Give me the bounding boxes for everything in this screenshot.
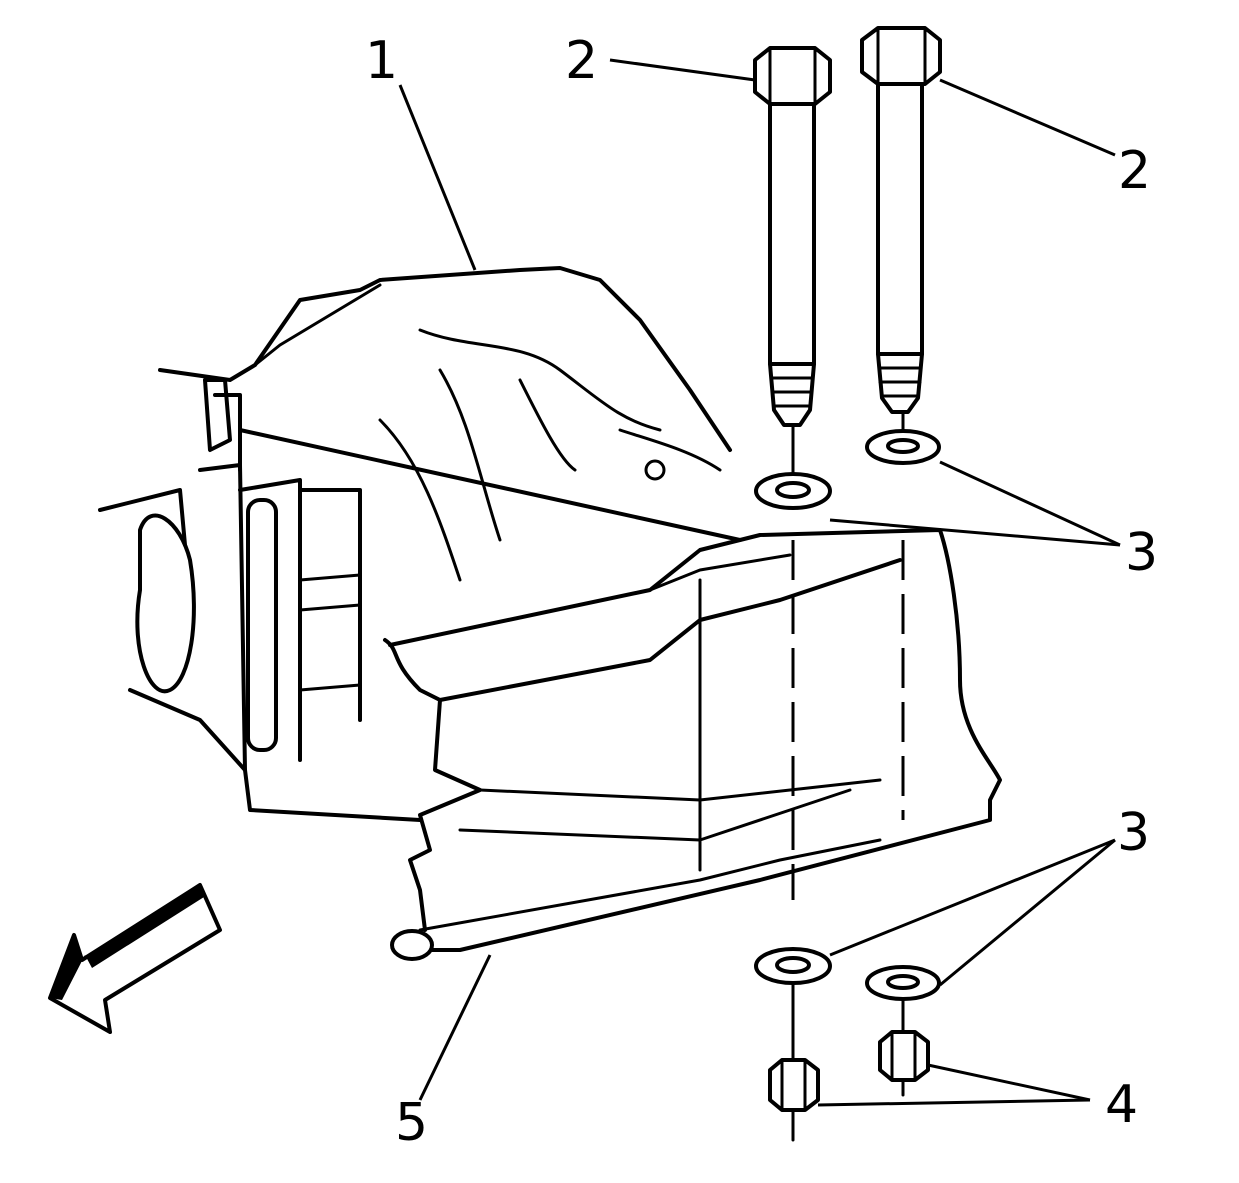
callout-3-lower-washers: 3 bbox=[1117, 803, 1150, 863]
bolt-centerlines bbox=[791, 540, 905, 900]
callout-1-housing: 1 bbox=[365, 31, 398, 91]
callout-2-bolt-right: 2 bbox=[1118, 141, 1151, 201]
callout-2-bolt-left: 2 bbox=[565, 31, 598, 91]
washer-lower-right bbox=[865, 965, 941, 1001]
transmission-housing bbox=[98, 266, 732, 822]
bolt-right bbox=[860, 26, 942, 432]
callout-5-bracket: 5 bbox=[395, 1093, 428, 1153]
washer-upper-right bbox=[865, 429, 941, 465]
callout-4-nuts: 4 bbox=[1105, 1075, 1138, 1135]
front-direction-arrow-icon bbox=[48, 883, 222, 1034]
washer-upper-left bbox=[754, 472, 832, 510]
mount-bracket bbox=[238, 428, 1002, 961]
nut-left bbox=[768, 1058, 820, 1142]
washer-lower-left bbox=[754, 947, 832, 985]
callout-3-upper-washers: 3 bbox=[1125, 523, 1158, 583]
nut-right bbox=[878, 1030, 930, 1097]
leader-lines bbox=[398, 58, 1121, 1107]
bolt-left bbox=[753, 46, 832, 487]
